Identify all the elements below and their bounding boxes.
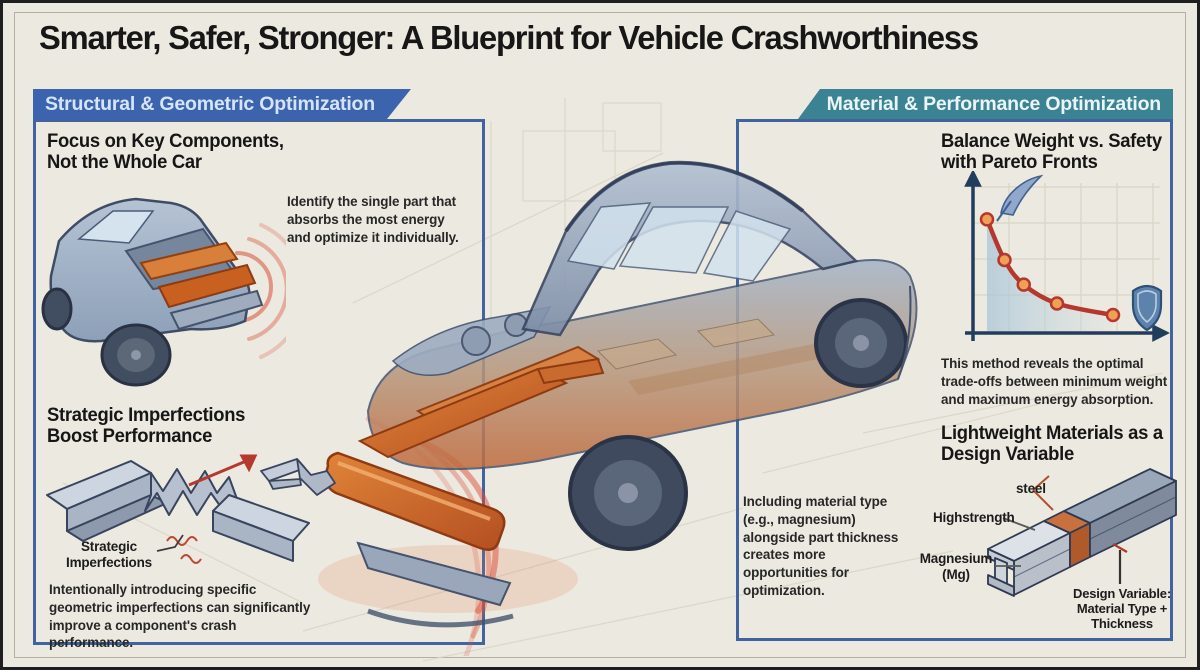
imperfections-body: Intentionally introducing specific geome… — [49, 581, 311, 651]
chart-axes — [964, 171, 1170, 342]
callout-connector-line — [156, 534, 184, 552]
hybrid-beam-illustration — [987, 468, 1177, 597]
structural-banner-label: Structural & Geometric Optimization — [45, 92, 375, 115]
rear-wheel — [814, 298, 908, 388]
focus-heading: Focus on Key Components, Not the Whole C… — [47, 131, 284, 174]
car-windows — [566, 202, 792, 282]
pareto-body: This method reveals the optimal trade-of… — [941, 355, 1168, 407]
pareto-point — [1016, 277, 1031, 292]
transform-arrow-icon — [188, 454, 258, 487]
pareto-point — [1049, 296, 1065, 311]
small-car-windshield — [77, 210, 155, 244]
materials-heading: Lightweight Materials as a Design Variab… — [941, 423, 1163, 466]
bumper-beam-highlight-edge — [337, 461, 491, 521]
pareto-point — [997, 252, 1012, 268]
lower-bumper — [356, 541, 512, 607]
highstrength-label: Highstrength — [933, 510, 1015, 525]
design-variable-label: Design Variable: Material Type + Thickne… — [1073, 586, 1171, 631]
pareto-point — [979, 212, 995, 227]
pareto-area — [987, 219, 1113, 331]
focus-body: Identify the single part that absorbs th… — [287, 193, 459, 245]
crumple-beam-illustration — [46, 454, 336, 564]
strut-tower — [461, 326, 491, 356]
beam-magnesium-side — [1089, 480, 1177, 558]
beam-flange-lines — [1013, 496, 1177, 578]
car-interior — [596, 318, 828, 395]
material-banner: Material & Performance Optimization — [798, 89, 1173, 119]
center-car-illustration — [318, 160, 918, 656]
small-car-rail — [139, 241, 239, 281]
impact-waves-small-icon — [235, 223, 286, 359]
highstrength-leader-line — [1002, 517, 1036, 531]
imperfection-scribbles — [166, 536, 202, 564]
material-banner-label: Material & Performance Optimization — [826, 92, 1162, 115]
pareto-chart — [964, 171, 1170, 342]
shield-icon — [1131, 284, 1163, 332]
frame-rail-highlight — [357, 345, 605, 459]
lower-bumper-lip — [367, 608, 514, 628]
rear-body-line — [897, 285, 912, 380]
imperfections-callout: Strategic Imperfections — [66, 539, 152, 570]
page-title: Smarter, Safer, Stronger: A Blueprint fo… — [39, 19, 979, 56]
material-label-lines — [995, 475, 1128, 584]
design-variable-tick — [1112, 543, 1128, 553]
left-car-illustration — [41, 197, 286, 387]
beam-right-web — [212, 510, 294, 562]
small-car-wheels — [41, 287, 172, 387]
structural-banner: Structural & Geometric Optimization — [33, 89, 411, 119]
center-note: Including material type (e.g., magnesium… — [743, 493, 899, 598]
pareto-point — [1105, 307, 1121, 323]
pareto-heading: Balance Weight vs. Safety with Pareto Fr… — [941, 131, 1162, 174]
small-car-lower-bumper — [169, 289, 264, 331]
feather-icon — [996, 174, 1044, 222]
bumper-beam-highlight — [324, 451, 506, 551]
windshield — [566, 202, 652, 270]
side-window-rear — [702, 210, 792, 282]
steel-label: steel — [1016, 481, 1046, 496]
crumpled-beam-small — [260, 458, 336, 496]
front-wheel — [568, 435, 688, 551]
imperfections-heading: Strategic Imperfections Boost Performanc… — [47, 405, 246, 448]
magnesium-label: Magnesium (Mg) — [919, 551, 993, 582]
side-window-front — [618, 206, 730, 274]
small-car-bumper — [157, 263, 257, 309]
steel-leader-line — [1032, 475, 1054, 511]
pareto-markers — [979, 212, 1121, 323]
roof-rail-line — [564, 160, 805, 233]
